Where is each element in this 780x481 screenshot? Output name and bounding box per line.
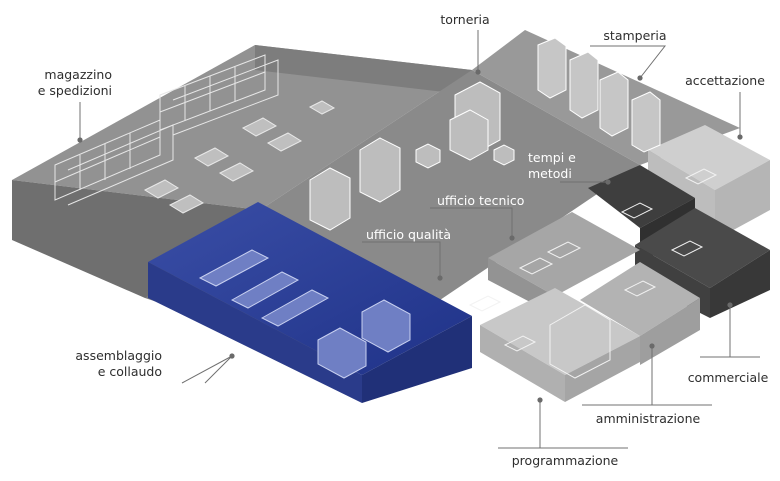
zone-programmazione[interactable] [480, 288, 640, 402]
label-stamperia: stamperia [603, 28, 667, 43]
machines [309, 37, 661, 231]
label-torneria: torneria [440, 12, 490, 27]
label-programmazione: programmazione [511, 453, 619, 468]
zone-amministrazione[interactable] [580, 262, 700, 365]
label-amministrazione: amministrazione [595, 411, 701, 426]
label-ufficio-tecnico: ufficio tecnico [437, 193, 525, 208]
label-assemblaggio: assemblaggio e collaudo [75, 348, 162, 379]
assembly-benches [198, 249, 411, 379]
shelving [54, 54, 279, 206]
leader-lines [79, 30, 760, 449]
label-accettazione: accettazione [685, 73, 765, 88]
label-ufficio-qualita: ufficio qualità [366, 227, 451, 242]
label-magazzino: magazzino e spedizioni [37, 67, 112, 98]
label-commerciale: commerciale [687, 370, 769, 385]
leader-dots [77, 69, 743, 403]
office-desks [468, 168, 718, 379]
warehouse-tables [143, 100, 336, 214]
label-tempi-metodi: tempi e metodi [528, 150, 576, 181]
